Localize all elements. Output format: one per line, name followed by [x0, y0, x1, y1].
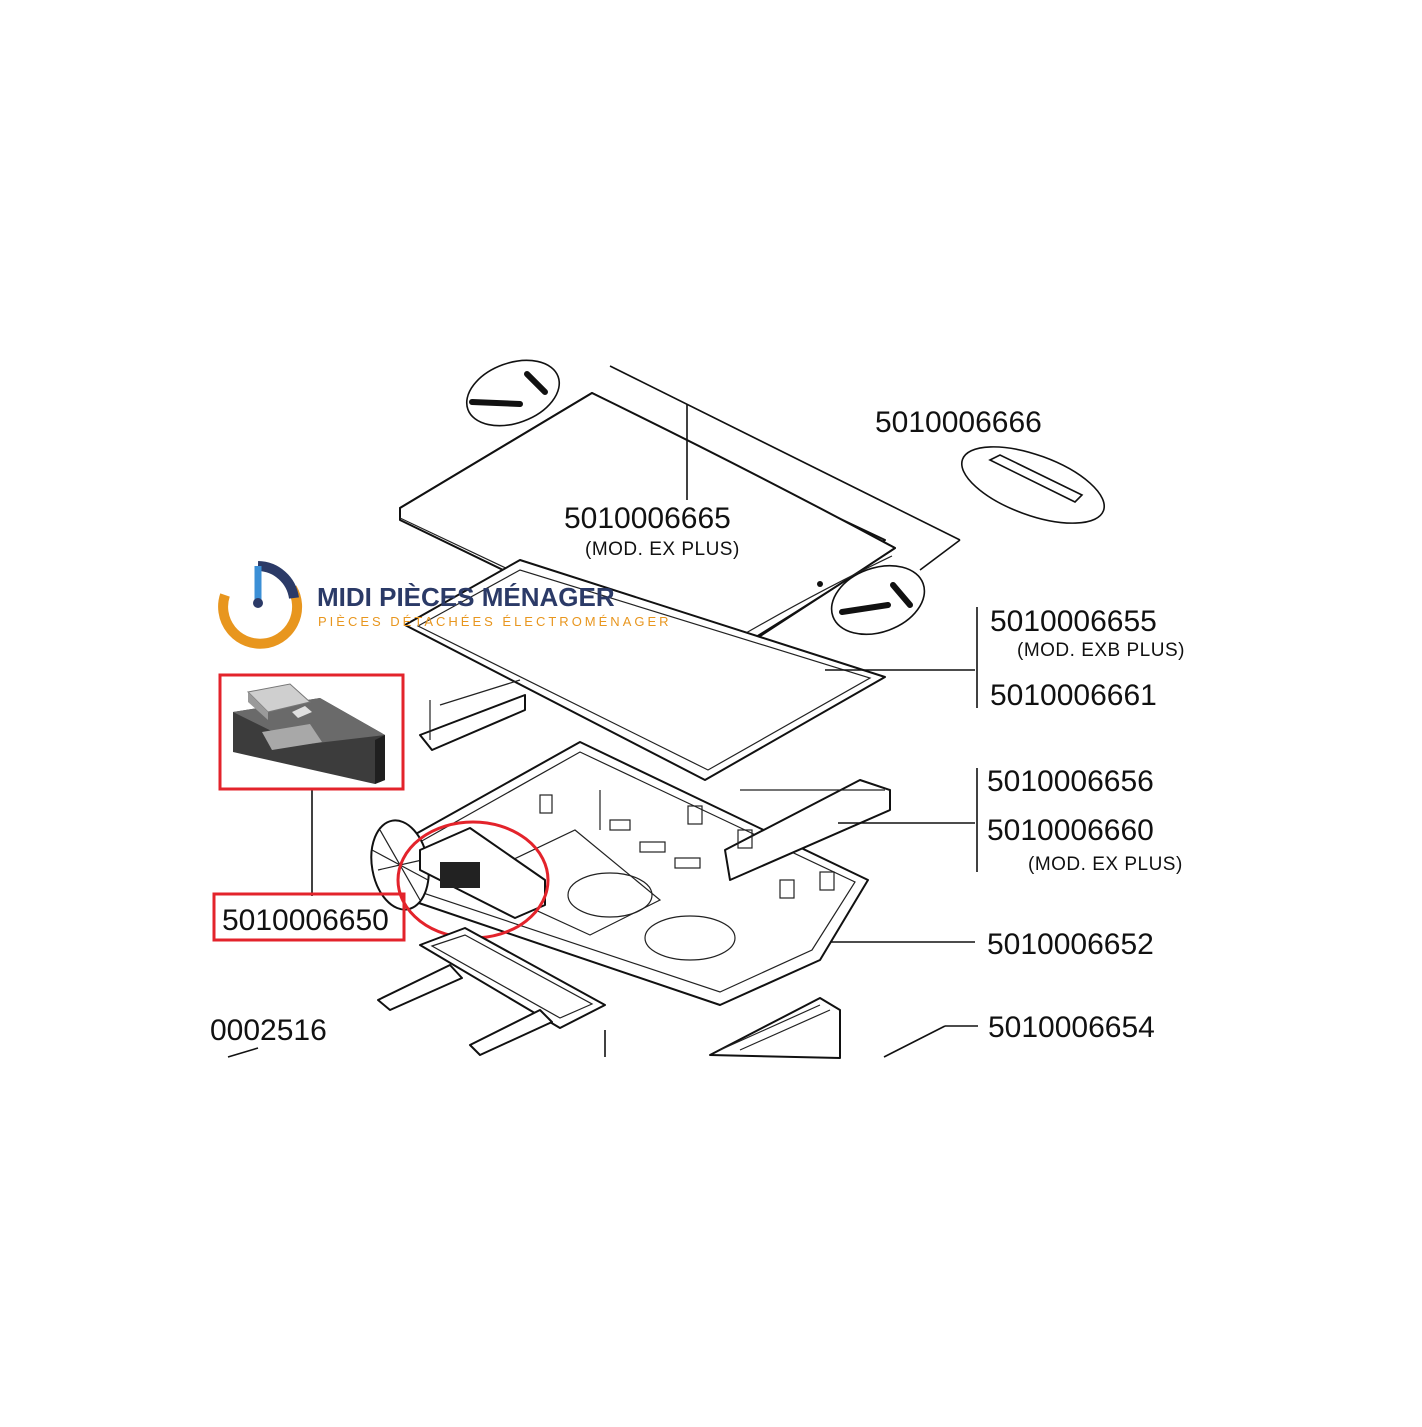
brand-tagline: PIÈCES DÉTACHÉES ÉLECTROMÉNAGER: [318, 614, 672, 629]
highlight-box-part-image: [218, 673, 405, 791]
model-note-exb-plus: (MOD. EXB PLUS): [1017, 640, 1185, 661]
body-part: [709, 997, 841, 1059]
part-number-5010006654: 5010006654: [988, 1011, 1155, 1044]
model-note-ex-plus-basin: (MOD. EX PLUS): [1028, 854, 1183, 875]
part-number-5010006666: 5010006666: [875, 406, 1042, 439]
brand-name: MIDI PIÈCES MÉNAGER: [317, 582, 615, 612]
handle-detail: [960, 446, 1106, 524]
rail-part: [419, 679, 526, 751]
part-number-5010006660: 5010006660: [987, 814, 1154, 847]
part-number-5010006665: 5010006665: [564, 502, 731, 535]
basin-part: [404, 741, 891, 1006]
drawer-part: [377, 927, 606, 1056]
part-number-5010006661: 5010006661: [990, 679, 1157, 712]
screw-detail-top-left: [465, 359, 561, 427]
module-in-basin: [419, 827, 546, 919]
part-number-5010006650: 5010006650: [222, 904, 389, 937]
brand-logo: MIDI PIÈCES MÉNAGER PIÈCES DÉTACHÉES ÉLE…: [218, 561, 672, 649]
part-number-0002516: 0002516: [210, 1014, 327, 1047]
part-number-5010006652: 5010006652: [987, 928, 1154, 961]
leader-lines: [227, 365, 978, 1058]
part-number-5010006655: 5010006655: [990, 605, 1157, 638]
part-thumbnail: [233, 683, 385, 784]
model-note-ex-plus-lid: (MOD. EX PLUS): [585, 539, 740, 560]
part-number-5010006656: 5010006656: [987, 765, 1154, 798]
highlight-box-part-number: [212, 892, 406, 942]
screw-detail-right: [830, 564, 926, 636]
frame-part: [404, 559, 886, 781]
